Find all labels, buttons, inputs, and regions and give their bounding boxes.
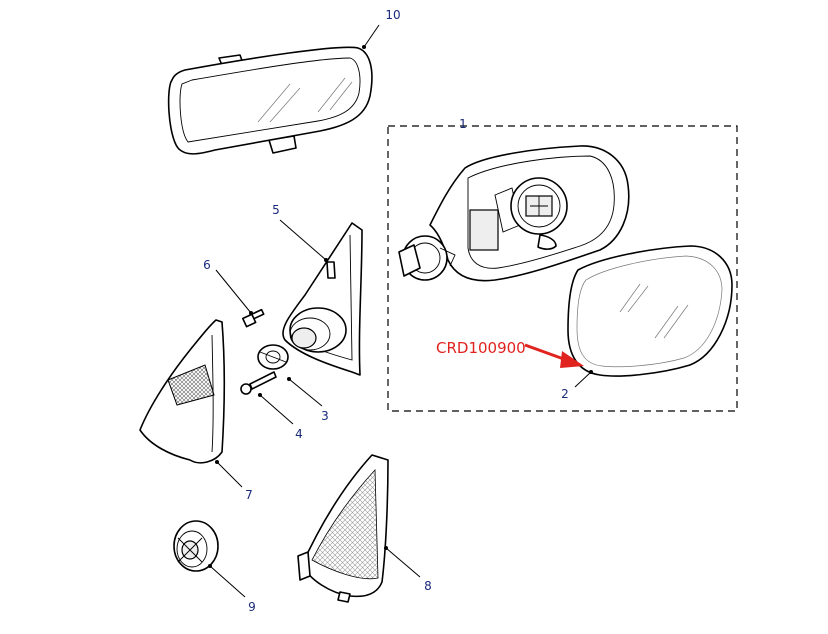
part-10-interior-mirror bbox=[167, 46, 373, 155]
part-5-inner-trim-triangle bbox=[282, 222, 363, 376]
callout-3: 3 bbox=[321, 409, 329, 423]
reference-arrow bbox=[524, 343, 584, 368]
part-2-mirror-glass bbox=[567, 245, 733, 377]
part-8-speaker-grille bbox=[297, 454, 389, 603]
callout-8: 8 bbox=[424, 579, 432, 593]
callout-10: 10 bbox=[385, 8, 400, 22]
callout-4: 4 bbox=[295, 427, 303, 441]
part-7-outer-trim-cover bbox=[139, 319, 226, 464]
assembly-1-frame bbox=[387, 125, 738, 412]
reference-code-label: CRD100900 bbox=[436, 339, 526, 357]
callout-2: 2 bbox=[561, 387, 569, 401]
callout-5: 5 bbox=[272, 203, 280, 217]
callout-6: 6 bbox=[203, 258, 211, 272]
part-4-bolt bbox=[240, 371, 277, 395]
leader-lines bbox=[208, 24, 593, 598]
part-1-mirror-housing bbox=[398, 145, 630, 282]
part-3-grommet bbox=[257, 344, 289, 370]
part-6-screw bbox=[241, 308, 265, 328]
callout-7: 7 bbox=[245, 488, 253, 502]
part-9-speaker bbox=[173, 520, 219, 572]
callout-1: 1 bbox=[459, 117, 467, 131]
callout-9: 9 bbox=[248, 600, 256, 614]
